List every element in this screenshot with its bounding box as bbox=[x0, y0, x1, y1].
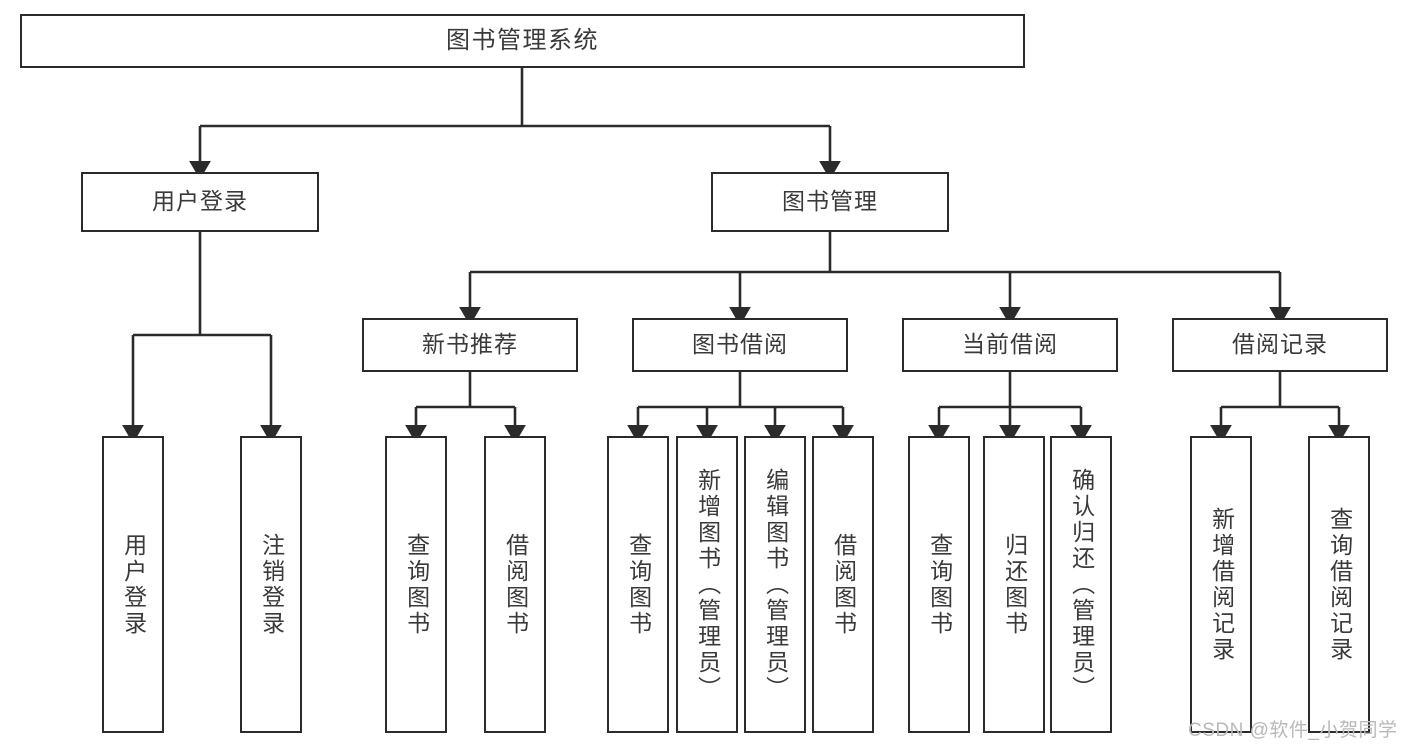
node-label: 用户登录 bbox=[120, 532, 147, 637]
node-leaf-query-book-3[interactable]: 查询图书 bbox=[908, 436, 970, 733]
node-leaf-add-book[interactable]: 新增图书（管理员） bbox=[676, 436, 738, 733]
node-new-book-rec[interactable]: 新书推荐 bbox=[362, 318, 578, 372]
watermark-text: CSDN @软件_小贺同学 bbox=[1188, 720, 1398, 741]
node-label: 查询借阅记录 bbox=[1326, 506, 1353, 663]
node-label: 新增借阅记录 bbox=[1208, 506, 1235, 663]
node-leaf-edit-book[interactable]: 编辑图书（管理员） bbox=[744, 436, 806, 733]
node-book-manage[interactable]: 图书管理 bbox=[711, 172, 949, 232]
node-label: 查询图书 bbox=[403, 532, 430, 637]
node-borrow-record[interactable]: 借阅记录 bbox=[1172, 318, 1388, 372]
node-label: 图书管理系统 bbox=[446, 26, 599, 54]
node-label: 确认归还（管理员） bbox=[1068, 467, 1095, 702]
node-label: 借阅图书 bbox=[502, 532, 529, 637]
node-label: 当前借阅 bbox=[962, 331, 1058, 358]
edges-bookmanage-to-level3 bbox=[459, 232, 1291, 326]
node-label: 借阅记录 bbox=[1232, 331, 1328, 358]
node-label: 图书借阅 bbox=[692, 331, 788, 358]
node-leaf-borrow-book-2[interactable]: 借阅图书 bbox=[812, 436, 874, 733]
node-label: 图书管理 bbox=[782, 188, 878, 215]
node-label: 归还图书 bbox=[1001, 532, 1028, 637]
edges-bookborrow-to-leaves bbox=[627, 372, 854, 444]
node-leaf-borrow-book-1[interactable]: 借阅图书 bbox=[484, 436, 546, 733]
node-leaf-return-book[interactable]: 归还图书 bbox=[983, 436, 1045, 733]
edges-userlogin-to-leaves bbox=[122, 232, 282, 444]
node-user-login[interactable]: 用户登录 bbox=[81, 172, 319, 232]
node-label: 借阅图书 bbox=[830, 532, 857, 637]
node-leaf-login[interactable]: 用户登录 bbox=[102, 436, 164, 733]
node-root-system[interactable]: 图书管理系统 bbox=[20, 14, 1025, 68]
node-label: 新增图书（管理员） bbox=[694, 467, 721, 702]
node-leaf-logout[interactable]: 注销登录 bbox=[240, 436, 302, 733]
node-leaf-add-record[interactable]: 新增借阅记录 bbox=[1190, 436, 1252, 733]
edges-currentborrow-to-leaves bbox=[928, 372, 1092, 444]
edges-level1-to-2 bbox=[189, 68, 841, 180]
node-label: 编辑图书（管理员） bbox=[762, 467, 789, 702]
node-leaf-query-record[interactable]: 查询借阅记录 bbox=[1308, 436, 1370, 733]
node-leaf-confirm-return[interactable]: 确认归还（管理员） bbox=[1050, 436, 1112, 733]
node-label: 查询图书 bbox=[625, 532, 652, 637]
edges-newbookrec-to-leaves bbox=[405, 372, 526, 444]
node-label: 注销登录 bbox=[258, 532, 285, 637]
node-label: 用户登录 bbox=[152, 188, 248, 215]
node-leaf-query-book-1[interactable]: 查询图书 bbox=[385, 436, 447, 733]
edges-borrowrecord-to-leaves bbox=[1210, 372, 1350, 444]
node-label: 查询图书 bbox=[926, 532, 953, 637]
node-leaf-query-book-2[interactable]: 查询图书 bbox=[607, 436, 669, 733]
node-label: 新书推荐 bbox=[422, 331, 518, 358]
node-current-borrow[interactable]: 当前借阅 bbox=[902, 318, 1118, 372]
node-book-borrow[interactable]: 图书借阅 bbox=[632, 318, 848, 372]
